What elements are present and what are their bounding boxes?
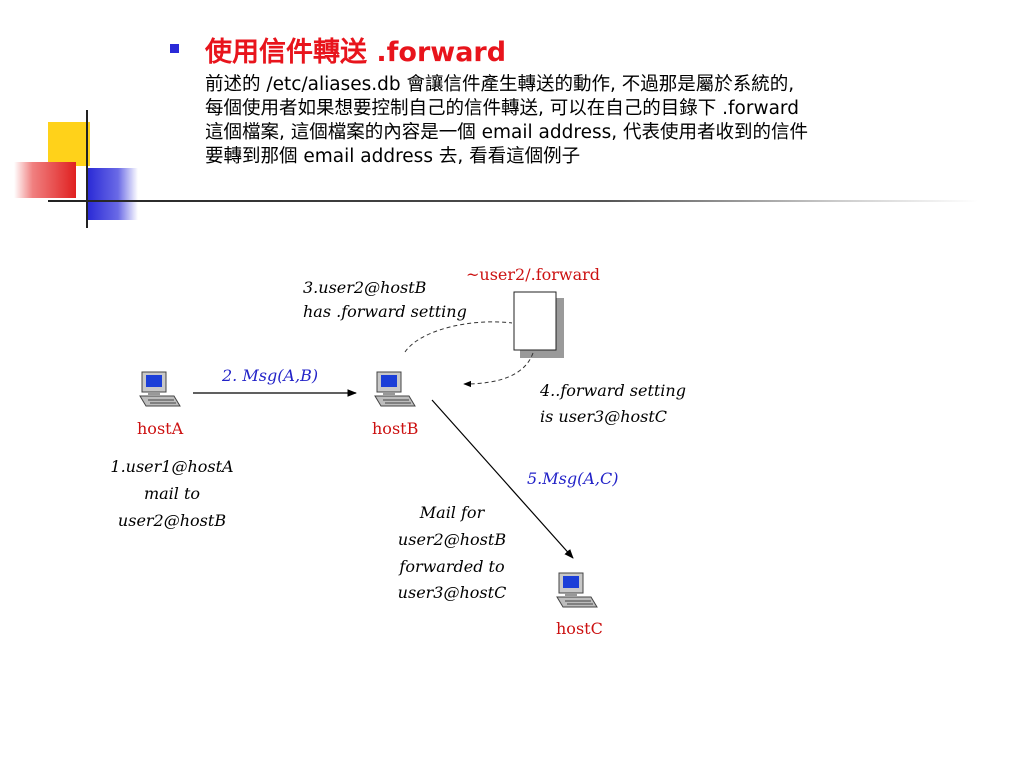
body-line: 每個使用者如果想要控制自己的信件轉送, 可以在自己的目錄下 .forward <box>205 98 799 119</box>
slide-title: 使用信件轉送 .forward <box>205 37 507 68</box>
body-line: 要轉到那個 email address 去, 看看這個例子 <box>205 146 581 167</box>
hostA-label: hostA <box>137 419 184 438</box>
decor-blue-square <box>88 168 138 220</box>
file-icon <box>513 291 557 351</box>
step4-line1: 4..forward setting <box>539 381 686 400</box>
step1-line1: 1.user1@hostA <box>110 457 233 476</box>
step4-line2: is user3@hostC <box>540 407 667 426</box>
arrow-b-to-c <box>431 399 574 559</box>
body-line: 這個檔案, 這個檔案的內容是一個 email address, 代表使用者收到的… <box>205 122 808 143</box>
step1-line2: mail to <box>144 484 200 503</box>
forward-file-label: ~user2/.forward <box>466 265 600 284</box>
hostB-label: hostB <box>372 419 418 438</box>
title-bullet <box>170 44 179 53</box>
decor-red-square <box>14 162 76 198</box>
step1-line3: user2@hostB <box>118 511 226 530</box>
body-line: 前述的 /etc/aliases.db 會讓信件產生轉送的動作, 不過那是屬於系… <box>205 74 795 95</box>
hostC-label: hostC <box>556 619 603 638</box>
dashed-read-path <box>404 321 513 353</box>
dashed-return-arrow <box>463 352 534 388</box>
body-paragraph: 前述的 /etc/aliases.db 會讓信件產生轉送的動作, 不過那是屬於系… <box>205 73 1020 169</box>
step3-line2: has .forward setting <box>303 302 467 321</box>
step2-label: 2. Msg(A,B) <box>221 366 318 385</box>
note-line1: Mail for <box>419 503 486 522</box>
note-line4: user3@hostC <box>398 583 507 602</box>
computer-icon-hostA <box>139 371 181 407</box>
decor-horizontal-line <box>48 200 978 202</box>
note-line3: forwarded to <box>398 557 504 576</box>
step3-line1: 3.user2@hostB <box>303 278 427 297</box>
decor-vertical-line <box>86 110 88 228</box>
note-line2: user2@hostB <box>398 530 506 549</box>
computer-icon-hostC <box>556 572 598 608</box>
decor-yellow-square <box>48 122 90 166</box>
step5-label: 5.Msg(A,C) <box>527 469 618 488</box>
computer-icon-hostB <box>374 371 416 407</box>
